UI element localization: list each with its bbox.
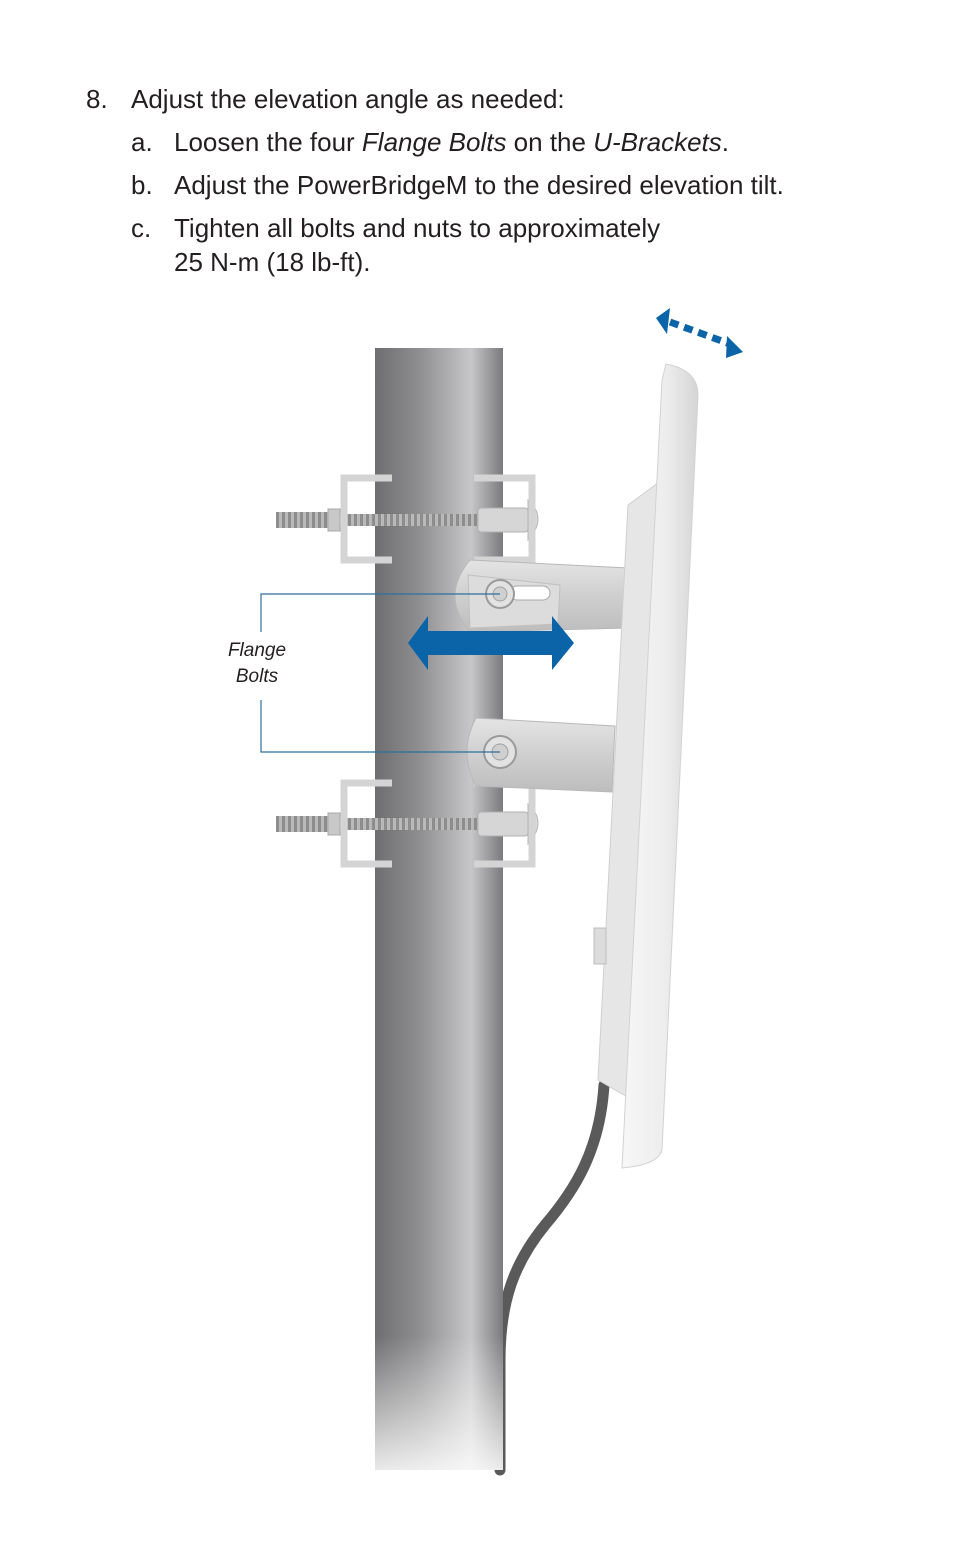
antenna-panel — [593, 363, 699, 1169]
upper-tilt-arm — [454, 559, 629, 633]
horizontal-double-arrow-icon — [408, 616, 574, 670]
substep-text: Tighten all bolts and nuts to approximat… — [174, 213, 661, 277]
pole-mount-diagram — [260, 308, 743, 1476]
substep-a: a. Loosen the four Flange Bolts on the U… — [131, 125, 906, 159]
flange-bolts-label: Flange Bolts — [227, 640, 287, 687]
substep-text: Loosen the four Flange Bolts on the U-Br… — [174, 127, 729, 157]
cable — [494, 1079, 610, 1476]
substep-letter: a. — [131, 127, 153, 157]
u-brackets-term: U-Brackets — [593, 127, 722, 157]
step-number: 8. — [86, 84, 108, 114]
tilt-arrow-icon — [656, 308, 743, 358]
substep-b: b. Adjust the PowerBridgeM to the desire… — [131, 168, 906, 202]
flange-bolts-term: Flange Bolts — [361, 127, 507, 157]
pole — [375, 348, 503, 1470]
mounting-illustration: Flange Bolts — [0, 300, 954, 1562]
step-8: 8. Adjust the elevation angle as needed: — [86, 82, 906, 116]
step-text: Adjust the elevation angle as needed: — [131, 84, 565, 114]
instruction-step: 8. Adjust the elevation angle as needed:… — [86, 82, 906, 288]
callout-lines — [260, 593, 500, 753]
substep-text: Adjust the PowerBridgeM to the desired e… — [174, 170, 784, 200]
substep-letter: c. — [131, 213, 152, 243]
substep-c: c. Tighten all bolts and nuts to approxi… — [131, 211, 906, 279]
substep-letter: b. — [131, 170, 153, 200]
top-u-bracket — [276, 474, 539, 564]
lower-tilt-arm — [466, 717, 616, 793]
